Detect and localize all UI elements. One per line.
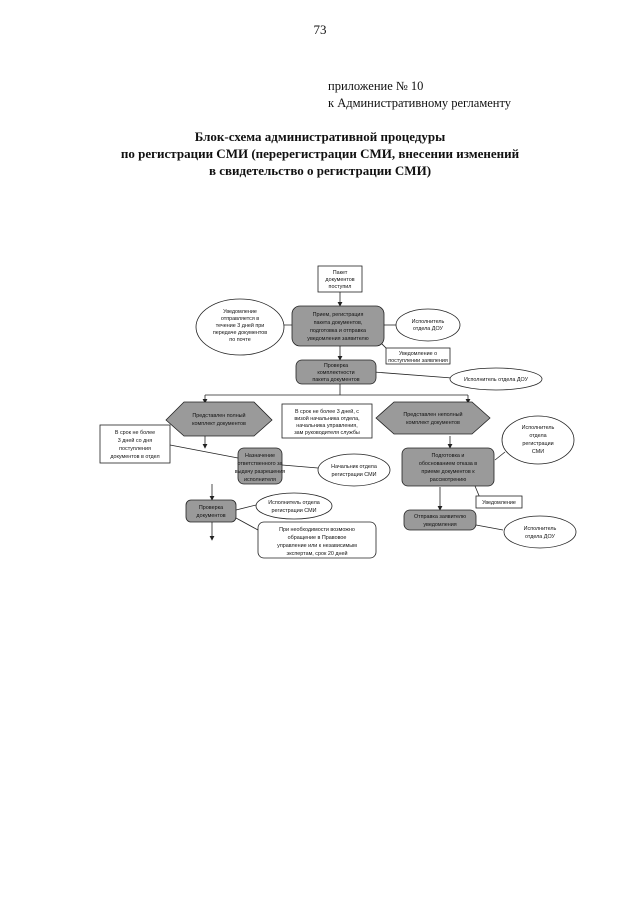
box-package-line-1: Пакет: [333, 270, 348, 276]
ellipse-executor-right: Исполнитель отдела регистрации СМИ: [501, 415, 575, 465]
send-notice-line-1: Отправка заявителю: [414, 514, 466, 520]
ellipse-notice-sent: Уведомление отправляется в течение 3 дне…: [195, 298, 285, 356]
executor-reg-line-1: Исполнитель отдела: [268, 500, 319, 506]
check-line-2: комплектности: [317, 370, 354, 376]
executor-right-line-2: отдела: [529, 433, 546, 439]
verify-docs-line-2: документов: [196, 513, 225, 519]
complete-package-line-1: Представлен полный: [192, 412, 245, 419]
notice-sent-line-3: течение 3 дней при: [216, 322, 265, 329]
document-title: Блок-схема административной процедуры по…: [0, 128, 640, 179]
ellipse-executor-reg: Исполнитель отдела регистрации СМИ: [255, 492, 333, 520]
ellipse-executor-bottom-right: Исполнитель отдела ДОУ: [503, 515, 577, 549]
box-assign: Назначение ответственного за выдачу разр…: [235, 447, 285, 485]
reception-line-2: пакета документов,: [314, 320, 363, 326]
assign-line-1: Назначение: [245, 453, 275, 459]
ellipse-executor-check: Исполнитель отдела ДОУ: [449, 367, 543, 391]
executor-bottom-right-line-1: Исполнитель: [524, 526, 557, 532]
legal-note-line-4: экспертам, срок 20 дней: [287, 550, 348, 557]
executor-right-line-3: регистрации: [522, 441, 553, 447]
prepare-line-3: приеме документов к: [421, 469, 475, 475]
reception-line-1: Прием, регистрация: [313, 312, 364, 318]
box-package: Пакет документов поступил: [317, 265, 363, 293]
notice-sent-line-2: отправляется в: [221, 316, 259, 322]
notice-short-line-1: Уведомление: [482, 500, 516, 506]
box-send-notice: Отправка заявителю уведомления: [403, 509, 477, 531]
notice-sent-line-5: по почте: [229, 337, 250, 343]
notice-sent-line-4: передаче документов: [213, 330, 267, 336]
notice-received-line-2: поступлении заявления: [388, 358, 448, 364]
incomplete-package-line-1: Представлен неполный: [403, 411, 462, 418]
ellipse-head-dept: Начальник отдела регистрации СМИ: [317, 453, 391, 487]
term-center-line-1: В срок не более 3 дней, с: [295, 408, 359, 415]
term-left-line-1: В срок не более: [115, 430, 155, 436]
complete-package-line-2: комплект документов: [192, 421, 246, 427]
assign-line-4: исполнителя: [244, 477, 276, 483]
legal-note-line-3: управление или к независимым: [277, 543, 357, 549]
executor-right-line-4: СМИ: [532, 449, 544, 455]
check-line-1: Проверка: [324, 363, 348, 369]
hexagon-incomplete-package: Представлен неполный комплект документов: [375, 401, 491, 435]
box-legal-note: При необходимости возможно обращение в П…: [257, 521, 377, 559]
title-line-3: в свидетельство о регистрации СМИ): [208, 163, 432, 178]
term-left-line-2: 3 дней со дня: [118, 437, 152, 444]
box-notice-received: Уведомление о поступлении заявления: [385, 347, 451, 365]
connectors: [169, 292, 506, 541]
title-line-2: по регистрации СМИ (перерегистрации СМИ,…: [120, 146, 520, 161]
verify-docs-line-1: Проверка: [199, 505, 223, 511]
box-term-left: В срок не более 3 дней со дня поступлени…: [99, 424, 171, 464]
ellipse-executor-top: Исполнитель отдела ДОУ: [395, 308, 461, 342]
send-notice-line-2: уведомления: [423, 522, 456, 528]
page-number: 73: [313, 22, 327, 37]
appendix-line-1: приложение № 10: [328, 79, 424, 93]
term-left-line-3: поступления: [119, 446, 151, 452]
hexagon-complete-package: Представлен полный комплект документов: [165, 401, 273, 437]
box-prepare-letter: Подготовка и обоснованием отказа в прием…: [401, 447, 495, 487]
executor-reg-line-2: регистрации СМИ: [272, 508, 317, 514]
prepare-line-4: рассмотрению: [430, 477, 466, 483]
executor-right-line-1: Исполнитель: [522, 425, 555, 431]
prepare-line-2: обоснованием отказа в: [419, 461, 477, 467]
notice-sent-line-1: Уведомление: [223, 309, 257, 315]
executor-top-line-1: Исполнитель: [412, 319, 445, 325]
box-package-line-3: поступил: [329, 284, 352, 290]
term-left-line-4: документов в отдел: [110, 454, 159, 460]
box-check-package: Проверка комплектности пакета документов: [295, 359, 377, 385]
incomplete-package-line-2: комплект документов: [406, 420, 460, 426]
notice-received-line-1: Уведомление о: [399, 351, 437, 357]
title-line-1: Блок-схема административной процедуры: [194, 129, 446, 144]
box-package-line-2: документов: [325, 277, 354, 283]
executor-check-line-1: Исполнитель отдела ДОУ: [464, 377, 529, 383]
assign-line-3: выдачу разрешения: [235, 469, 285, 475]
legal-note-line-1: При необходимости возможно: [279, 527, 355, 533]
head-dept-line-2: регистрации СМИ: [332, 472, 377, 478]
head-dept-line-1: Начальник отдела: [331, 464, 377, 470]
term-center-line-2: визой начальника отдела,: [294, 415, 360, 422]
check-line-3: пакета документов: [312, 377, 359, 383]
prepare-line-1: Подготовка и: [432, 453, 465, 459]
term-center-line-3: начальника управления,: [296, 423, 358, 429]
reception-line-3: подготовка и отправка: [310, 328, 366, 334]
appendix-line-2: к Административному регламенту: [328, 96, 512, 110]
executor-top-line-2: отдела ДОУ: [413, 326, 443, 332]
box-verify-docs: Проверка документов: [185, 499, 237, 523]
reception-line-4: уведомления заявителю: [307, 336, 368, 342]
box-reception: Прием, регистрация пакета документов, по…: [291, 305, 385, 347]
box-term-center: В срок не более 3 дней, с визой начальни…: [281, 403, 373, 439]
box-notice-short: Уведомление: [475, 495, 523, 509]
legal-note-line-2: обращение в Правовое: [288, 535, 347, 541]
assign-line-2: ответственного за: [237, 461, 282, 467]
appendix-reference: приложение № 10 к Административному регл…: [328, 78, 511, 112]
executor-bottom-right-line-2: отдела ДОУ: [525, 534, 555, 540]
term-center-line-4: зам руководителя службы: [294, 430, 360, 436]
